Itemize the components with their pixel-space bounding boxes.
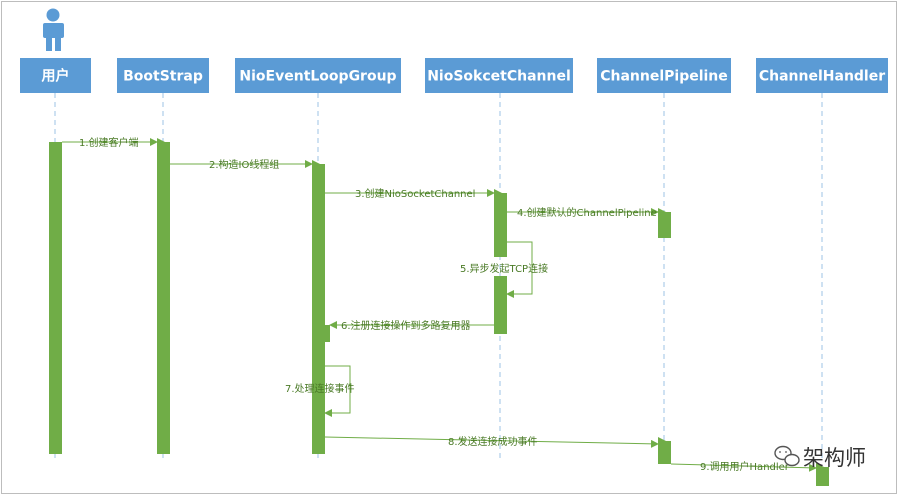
message-label-8: 8.发送连接成功事件: [448, 435, 538, 448]
activation-bars: [49, 142, 829, 486]
lifelines: [54, 93, 823, 462]
activation-corners: [157, 138, 824, 471]
actor-label-bootstrap: BootStrap: [123, 69, 203, 85]
actor-bootstrap: BootStrap: [117, 58, 209, 93]
activation-pipeline-2: [658, 441, 671, 464]
message-9: 9.调用用户Handler: [670, 460, 817, 473]
message-6: 6.注册连接操作到多路复用器: [329, 319, 494, 332]
actor-socketchannel: NioSokcetChannel: [425, 58, 573, 93]
actor-label-pipeline: ChannelPipeline: [600, 69, 728, 85]
actor-handler: ChannelHandler: [756, 58, 888, 93]
message-label-6: 6.注册连接操作到多路复用器: [341, 319, 471, 332]
message-label-5: 5.异步发起TCP连接: [460, 262, 548, 275]
activation-socketchannel: [494, 193, 507, 257]
message-2: 2.构造IO线程组: [170, 158, 313, 171]
user-figure-icon: [43, 8, 64, 51]
actor-label-socketchannel: NioSokcetChannel: [427, 69, 571, 85]
activation-eventloopgroup: [312, 164, 325, 454]
actor-label-eventloopgroup: NioEventLoopGroup: [239, 69, 396, 85]
activation-user: [49, 142, 62, 454]
message-1: 1.创建客户端: [62, 136, 158, 149]
actor-user: 用户: [20, 58, 91, 93]
watermark: 架构师: [774, 445, 866, 470]
message-3: 3.创建NioSocketChannel: [325, 187, 495, 200]
actor-label-user: 用户: [42, 68, 70, 85]
activation-socketchannel-2: [494, 276, 507, 334]
message-label-1: 1.创建客户端: [79, 136, 139, 149]
activation-bootstrap: [157, 142, 170, 454]
message-label-4: 4.创建默认的ChannelPipeline: [517, 206, 657, 219]
message-7-self: 7.处理连接事件: [285, 365, 355, 417]
activation-eventloopgroup-nested: [321, 325, 330, 342]
activation-pipeline: [658, 212, 671, 238]
message-label-3: 3.创建NioSocketChannel: [355, 187, 475, 200]
message-4: 4.创建默认的ChannelPipeline: [507, 206, 659, 219]
watermark-text: 架构师: [803, 446, 866, 470]
actor-label-handler: ChannelHandler: [759, 69, 885, 85]
actor-pipeline: ChannelPipeline: [597, 58, 731, 93]
message-label-7: 7.处理连接事件: [285, 382, 355, 395]
message-5-self: 5.异步发起TCP连接: [460, 241, 548, 298]
wechat-icon: [774, 445, 800, 467]
message-label-9: 9.调用用户Handler: [700, 460, 790, 473]
message-8: 8.发送连接成功事件: [324, 435, 659, 448]
actor-eventloopgroup: NioEventLoopGroup: [235, 58, 401, 93]
message-label-2: 2.构造IO线程组: [209, 158, 279, 171]
activation-handler: [816, 467, 829, 486]
